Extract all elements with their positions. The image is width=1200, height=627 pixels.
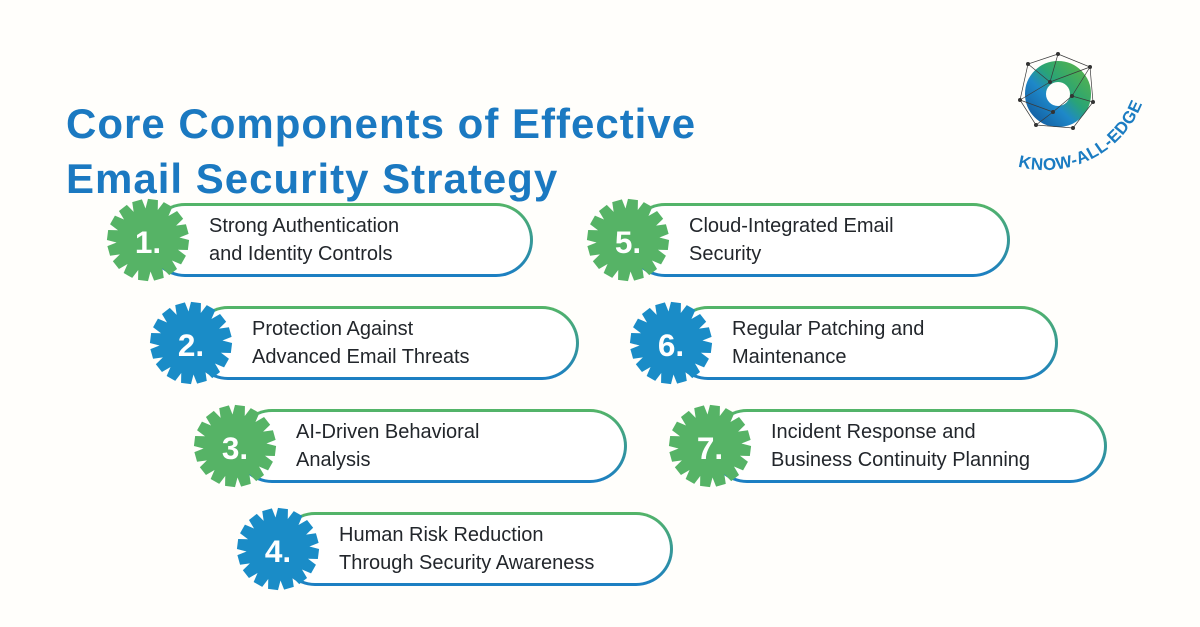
item-pill-body: Strong Authentication and Identity Contr…	[151, 206, 530, 274]
page-title-line-2: Email Security Strategy	[66, 155, 559, 203]
item-pill: Strong Authentication and Identity Contr…	[148, 203, 533, 277]
item-label-line-1: AI-Driven Behavioral	[296, 421, 480, 443]
scalloped-seal-icon	[668, 404, 752, 488]
brand-logo: KNOW-ALL-EDGE	[1017, 52, 1146, 174]
item-label: Strong Authentication and Identity Contr…	[209, 212, 516, 268]
item-label-line-2: Maintenance	[732, 346, 847, 368]
scalloped-seal-icon	[586, 198, 670, 282]
item-label-line-2: Security	[689, 243, 762, 265]
item-label: Regular Patching and Maintenance	[732, 315, 1041, 371]
page-title-line-1: Core Components of Effective	[66, 100, 697, 148]
item-number: 1.	[135, 224, 161, 260]
item-label: Incident Response and Business Continuit…	[771, 418, 1090, 474]
item-number: 2.	[178, 327, 204, 363]
scalloped-seal-icon	[629, 301, 713, 385]
item-number-badge: 3.	[193, 404, 277, 488]
scalloped-seal-icon	[106, 198, 190, 282]
item-pill: Protection Against Advanced Email Threat…	[191, 306, 579, 380]
item-pill-body: Human Risk Reduction Through Security Aw…	[281, 515, 670, 583]
item-label-line-2: Advanced Email Threats	[252, 346, 470, 368]
item-number-badge: 2.	[149, 301, 233, 385]
item-label-line-1: Cloud-Integrated Email	[689, 215, 894, 237]
item-label-line-2: Business Continuity Planning	[771, 449, 1031, 471]
scalloped-seal-icon	[149, 301, 233, 385]
item-number-badge: 6.	[629, 301, 713, 385]
item-label-line-2: and Identity Controls	[209, 243, 393, 265]
item-number: 5.	[615, 224, 641, 260]
item-number-badge: 1.	[106, 198, 190, 282]
item-label-line-1: Regular Patching and	[732, 318, 925, 340]
item-number: 6.	[658, 327, 684, 363]
item-number: 3.	[222, 430, 248, 466]
item-label: Protection Against Advanced Email Threat…	[252, 315, 562, 371]
item-pill: Incident Response and Business Continuit…	[710, 409, 1107, 483]
item-number: 7.	[697, 430, 723, 466]
scalloped-seal-icon	[193, 404, 277, 488]
scalloped-seal-icon	[236, 507, 320, 591]
item-number-badge: 5.	[586, 198, 670, 282]
item-label: AI-Driven Behavioral Analysis	[296, 418, 610, 474]
item-pill: AI-Driven Behavioral Analysis	[235, 409, 627, 483]
item-label-line-1: Protection Against	[252, 318, 414, 340]
item-pill-body: Regular Patching and Maintenance	[674, 309, 1055, 377]
item-label: Human Risk Reduction Through Security Aw…	[339, 521, 656, 577]
item-pill-body: Protection Against Advanced Email Threat…	[194, 309, 576, 377]
item-label-line-2: Through Security Awareness	[339, 552, 595, 574]
item-pill: Regular Patching and Maintenance	[671, 306, 1058, 380]
item-pill-body: Incident Response and Business Continuit…	[713, 412, 1104, 480]
item-label-line-1: Human Risk Reduction	[339, 524, 544, 546]
item-pill: Cloud-Integrated Email Security	[628, 203, 1010, 277]
item-pill-body: AI-Driven Behavioral Analysis	[238, 412, 624, 480]
item-pill: Human Risk Reduction Through Security Aw…	[278, 512, 673, 586]
item-label-line-1: Incident Response and	[771, 421, 976, 443]
torus-logo-icon	[1025, 61, 1091, 127]
item-number-badge: 4.	[236, 507, 320, 591]
page-title: Core Components of Effective Email Secur…	[66, 96, 696, 206]
item-label: Cloud-Integrated Email Security	[689, 212, 993, 268]
item-label-line-1: Strong Authentication	[209, 215, 400, 237]
item-number-badge: 7.	[668, 404, 752, 488]
network-nodes-icon	[1018, 52, 1095, 130]
item-pill-body: Cloud-Integrated Email Security	[631, 206, 1007, 274]
item-label-line-2: Analysis	[296, 449, 371, 471]
item-number: 4.	[265, 533, 291, 569]
